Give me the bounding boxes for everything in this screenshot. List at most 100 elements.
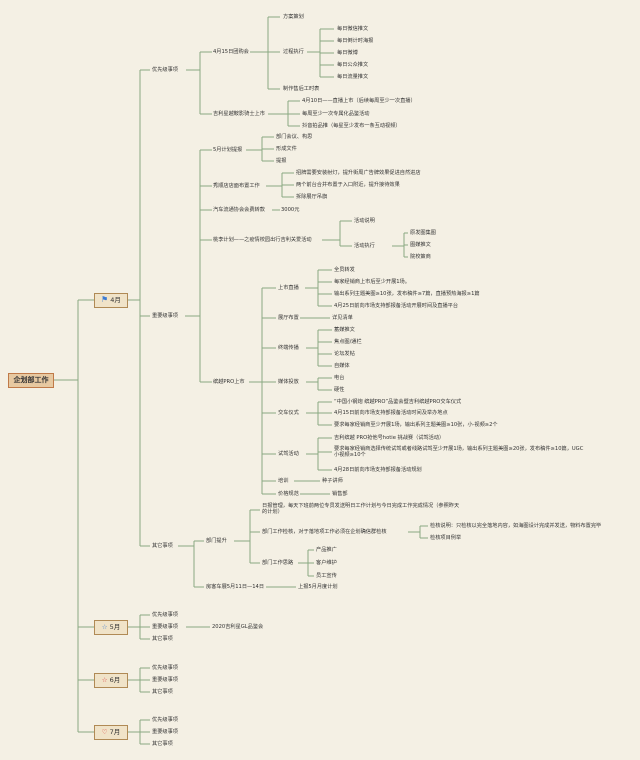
terminal-item[interactable]: 论坛发帖	[334, 351, 355, 357]
topic-media[interactable]: 媒体投放	[278, 379, 299, 385]
hall-value[interactable]: 详见清单	[332, 315, 353, 321]
campus-exec-item[interactable]: 院校策商	[410, 254, 431, 260]
july-important[interactable]: 重要级事项	[152, 729, 178, 735]
testdrive-item[interactable]: 吉利缤越 PRO抢他号hotie 挑战赛（试驾活动）	[334, 435, 445, 441]
may-important-child[interactable]: 2020吉利星GL品鉴会	[212, 624, 264, 630]
red-heart-icon: ♡	[101, 728, 108, 736]
exec-item[interactable]: 每日微博	[337, 50, 358, 56]
connector	[185, 149, 212, 383]
terminal-item[interactable]: 蓄媒推文	[334, 327, 355, 333]
topic-event-415[interactable]: 4月15日团购会	[213, 49, 249, 55]
july-other[interactable]: 其它事项	[152, 741, 173, 747]
topic-plan[interactable]: 方案策划	[283, 14, 304, 20]
delivery-item[interactable]: “中国小钢炮 缤越PRO”品鉴会暨吉利缤越PRO交车仪式	[334, 399, 462, 405]
campus-item[interactable]: 活动说明	[354, 218, 375, 224]
connector	[266, 172, 294, 198]
month-june[interactable]: ☆ 6月	[94, 673, 128, 688]
showroom-item[interactable]: 拆除展厅吊旗	[296, 194, 328, 200]
topic-campus[interactable]: 桃李计划——之疫情校园出行吉利关爱活动	[213, 237, 312, 243]
topic-summary[interactable]: 制作售后工时表	[283, 86, 320, 92]
launch-item[interactable]: 全员转发	[334, 267, 355, 273]
terminal-item[interactable]: 焦点图/通栏	[334, 339, 362, 345]
dept-inspection[interactable]: 部门工作检核，对于落地项工作必须在企划确信群检核	[262, 529, 387, 535]
june-important[interactable]: 重要级事项	[152, 677, 178, 683]
may-important[interactable]: 重要级事项	[152, 624, 178, 630]
auto-expo-value[interactable]: 3000元	[281, 207, 300, 213]
month-july[interactable]: ♡ 7月	[94, 725, 128, 740]
june-other[interactable]: 其它事项	[152, 689, 173, 695]
connector	[322, 220, 352, 247]
exec-item[interactable]: 每日倒计时海报	[337, 38, 374, 44]
connector	[306, 437, 332, 471]
connector	[127, 719, 150, 745]
launch-item[interactable]: 4月25日前向市场支持部报备活动开展时间及直播平台	[334, 303, 459, 309]
topic-launch[interactable]: 上市直播	[278, 285, 299, 291]
jili-item[interactable]: 4月10日——直播上市（后续每周至少一次直播）	[302, 98, 416, 104]
terminal-item[interactable]: 自媒体	[334, 363, 350, 369]
car-show-value[interactable]: 上报5月月度计划	[298, 584, 338, 590]
exec-item[interactable]: 每日微信推文	[337, 26, 369, 32]
connector	[186, 51, 212, 115]
topic-priority[interactable]: 优先级事项	[152, 67, 178, 73]
launch-item[interactable]: 每家经销商上市后至少开展1场。	[334, 279, 410, 285]
training-value[interactable]: 种子讲师	[322, 478, 343, 484]
connector	[52, 299, 94, 733]
topic-training[interactable]: 培训	[278, 478, 289, 484]
june-priority[interactable]: 优先级事项	[152, 665, 178, 671]
may-plan-item[interactable]: 提报	[276, 158, 287, 164]
topic-price[interactable]: 价格规范	[278, 491, 299, 497]
month-may[interactable]: ☆ 5月	[94, 620, 128, 635]
connector	[408, 525, 428, 539]
campus-exec-item[interactable]: 原发图集图	[410, 230, 436, 236]
thinking-item[interactable]: 客户维护	[316, 560, 337, 566]
connector	[268, 100, 300, 127]
may-plan-item[interactable]: 部门会议、构思	[276, 134, 313, 140]
may-plan-item[interactable]: 形成文件	[276, 146, 297, 152]
topic-important[interactable]: 重要级事项	[152, 313, 178, 319]
campus-item[interactable]: 活动执行	[354, 243, 375, 249]
connector	[294, 480, 330, 495]
root-topic[interactable]: 企划部工作	[8, 373, 54, 388]
exec-item[interactable]: 每日流量推文	[337, 74, 369, 80]
inspection-item[interactable]: 检核说明：只检核以完全落地内容，如海图设计完成并发送，物料布置完毕	[430, 523, 602, 529]
topic-other[interactable]: 其它事项	[152, 543, 173, 549]
topic-testdrive[interactable]: 试驾活动	[278, 451, 299, 457]
jili-item[interactable]: 抖音拍品推（每星至少发布一条互动视频）	[302, 123, 401, 129]
topic-delivery[interactable]: 交车仪式	[278, 410, 299, 416]
campus-exec-item[interactable]: 图媒推文	[410, 242, 431, 248]
launch-item[interactable]: 输出系列主题美图≥10张，发布稿件≥7篇，直播预热海报≥1篇	[334, 291, 480, 297]
may-other[interactable]: 其它事项	[152, 636, 173, 642]
topic-showroom[interactable]: 秀顺店店面布置工作	[213, 183, 260, 189]
topic-may-plan[interactable]: 5月计划提报	[213, 147, 243, 153]
topic-terminal[interactable]: 终端传播	[278, 345, 299, 351]
topic-execution[interactable]: 过程执行	[283, 49, 304, 55]
showroom-item[interactable]: 两个前台合并布置于入口附近，提升接待效果	[296, 182, 400, 188]
topic-binyue[interactable]: 缤越PRO上市	[213, 379, 245, 385]
thinking-item[interactable]: 产品推广	[316, 547, 337, 553]
dept-daily[interactable]: 日报管理，每天下班前两位专员发送明日工作计划与今日完成工作完成情况（参照昨天的计…	[262, 503, 460, 515]
topic-jili[interactable]: 吉利星越鞍影骑士上市	[213, 111, 265, 117]
connector	[246, 136, 274, 162]
topic-hall[interactable]: 展厅布置	[278, 315, 299, 321]
media-item[interactable]: 电台	[334, 375, 345, 381]
exec-item[interactable]: 每日公众推文	[337, 62, 369, 68]
topic-dept-up[interactable]: 部门提升	[206, 538, 227, 544]
inspection-item[interactable]: 检核项目例举	[430, 535, 462, 541]
connector	[127, 614, 210, 640]
dept-thinking[interactable]: 部门工作思路	[262, 560, 294, 566]
delivery-item[interactable]: 要求每家经销商至少开展1场，输出系列主题美图≥10张，小·视频≥2个	[334, 422, 498, 428]
testdrive-item[interactable]: 4月28日前向市场支持部报备活动规划	[334, 467, 422, 473]
testdrive-item[interactable]: 要求每家经销商选择传统试驾或者线路试驾至少开展1场，输出系列主题美图≥20张，发…	[334, 446, 584, 458]
topic-auto-expo[interactable]: 汽车流通协会会费转款	[213, 207, 265, 213]
price-value[interactable]: 销售部	[332, 491, 348, 497]
may-priority[interactable]: 优先级事项	[152, 612, 178, 618]
showroom-item[interactable]: 招牌需要安装射灯，提升街周广告牌效果促进自然进店	[296, 170, 421, 176]
month-april[interactable]: ⚑ 4月	[94, 293, 128, 308]
thinking-item[interactable]: 员工宣传	[316, 573, 337, 579]
media-item[interactable]: 硬性	[334, 387, 345, 393]
connector	[306, 401, 332, 426]
topic-car-show[interactable]: 房客车展5月11日—14日	[206, 584, 265, 590]
delivery-item[interactable]: 4月15日前向市场支持部报备活动时间及举办地点	[334, 410, 448, 416]
jili-item[interactable]: 每周至少一次专属化品鉴活动	[302, 111, 370, 117]
july-priority[interactable]: 优先级事项	[152, 717, 178, 723]
